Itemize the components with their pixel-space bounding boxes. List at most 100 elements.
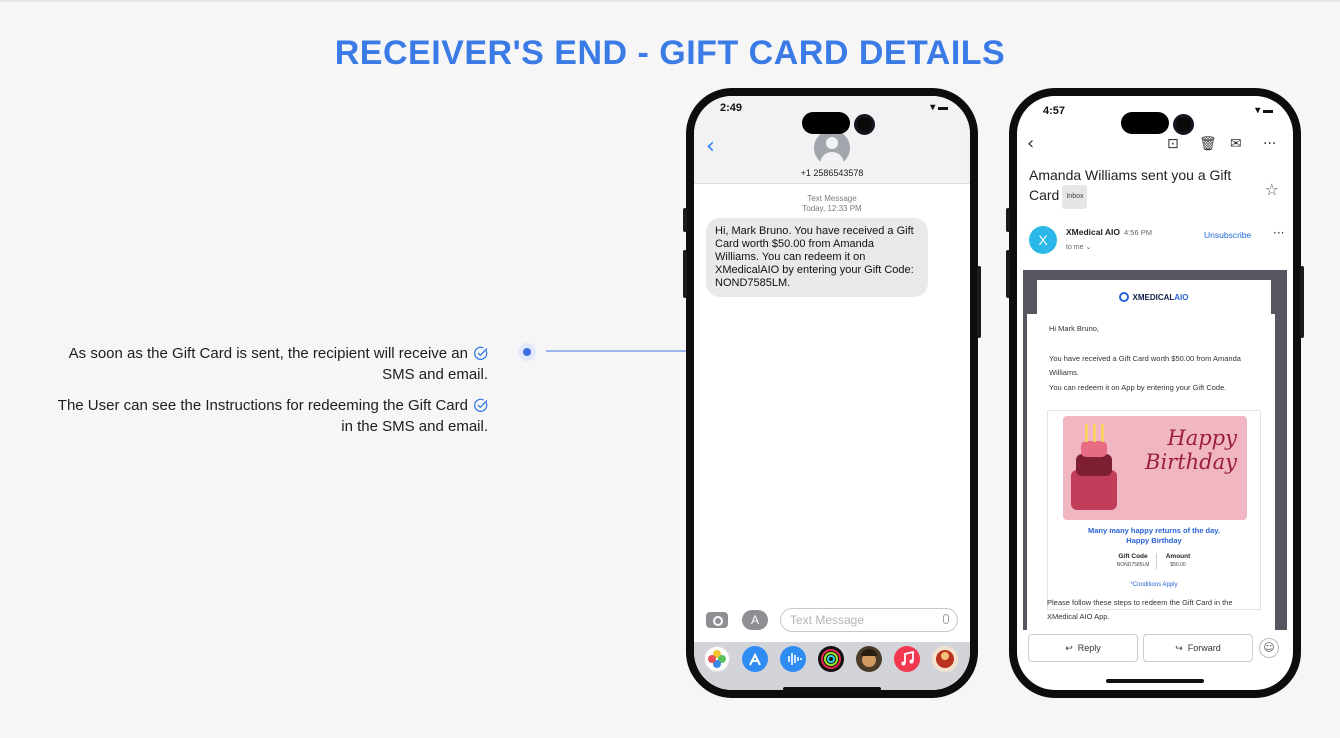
more-icon[interactable]: ··· bbox=[1263, 136, 1277, 152]
home-indicator[interactable] bbox=[783, 687, 881, 690]
card-greeting: Happy Birthday bbox=[1145, 426, 1237, 474]
forward-button[interactable]: ↪ Forward bbox=[1143, 634, 1253, 662]
side-button bbox=[977, 266, 981, 338]
subject-text: Amanda Williams sent you a Gift Card bbox=[1029, 167, 1232, 203]
sender-time: 4:56 PM bbox=[1124, 228, 1152, 237]
feature-line: in the SMS and email. bbox=[341, 418, 488, 435]
camera-icon[interactable] bbox=[706, 612, 728, 628]
side-button bbox=[683, 250, 687, 298]
audio-message-icon[interactable] bbox=[780, 646, 806, 672]
memoji-icon[interactable] bbox=[856, 646, 882, 672]
tagline-line: Happy Birthday bbox=[1126, 536, 1182, 545]
gift-card-box: Happy Birthday Many many happy returns o… bbox=[1047, 410, 1261, 610]
star-icon[interactable]: ☆ bbox=[1264, 180, 1279, 199]
signal-wifi-battery-icon: ▾ ▬ bbox=[1255, 105, 1273, 116]
front-camera bbox=[1173, 114, 1194, 135]
feature-instructions: The User can see the Instructions for re… bbox=[18, 395, 488, 437]
page-title: RECEIVER'S END - GIFT CARD DETAILS bbox=[334, 34, 1006, 72]
email-actions: ↩ Reply ↪ Forward ☺ bbox=[1017, 634, 1293, 664]
side-button bbox=[1006, 250, 1010, 298]
feature-sms-email: As soon as the Gift Card is sent, the re… bbox=[28, 343, 488, 385]
back-icon[interactable]: ‹ bbox=[706, 134, 715, 159]
message-type-label: Text Message bbox=[807, 194, 857, 203]
card-birthday-text: Birthday bbox=[1145, 450, 1237, 474]
sender-name-text: XMedical AIO bbox=[1066, 227, 1121, 237]
conditions-link[interactable]: *Conditions Apply bbox=[1130, 582, 1178, 588]
steps-text: Please follow these steps to redeem the … bbox=[1047, 598, 1233, 621]
activity-icon[interactable] bbox=[818, 646, 844, 672]
feature-line: SMS and email. bbox=[382, 366, 488, 383]
message-input[interactable]: Text Message bbox=[780, 608, 958, 632]
app-store-icon[interactable]: A bbox=[742, 610, 768, 630]
contact-number[interactable]: +1 2586543578 bbox=[800, 168, 864, 178]
email-toolbar: ‹ ⊡ 🗑︎ ✉︎ ··· bbox=[1027, 133, 1283, 156]
check-circle-icon bbox=[474, 345, 488, 360]
side-button bbox=[1300, 266, 1304, 338]
front-camera bbox=[854, 114, 875, 135]
feature-line: As soon as the Gift Card is sent, the re… bbox=[68, 345, 468, 362]
forward-label: Forward bbox=[1187, 643, 1221, 653]
brand-header: XMEDICALAIO bbox=[1037, 280, 1271, 314]
message-input-placeholder: Text Message bbox=[790, 613, 865, 627]
email-phone-mockup: 4:57 ▾ ▬ ‹ ⊡ 🗑︎ ✉︎ ··· Amanda Williams s… bbox=[1006, 88, 1304, 698]
gift-code-label: Gift Code bbox=[1118, 553, 1148, 560]
avatar: X bbox=[1029, 226, 1057, 254]
reply-button[interactable]: ↩ Reply bbox=[1028, 634, 1138, 662]
status-time: 4:57 bbox=[1043, 105, 1066, 117]
imessage-app-drawer bbox=[694, 642, 970, 690]
recipients-toggle[interactable]: to me ⌄ bbox=[1066, 243, 1091, 251]
feature-line: The User can see the Instructions for re… bbox=[57, 397, 468, 414]
body-line: You have received a Gift Card worth $50.… bbox=[1049, 354, 1241, 377]
forward-icon: ↪ bbox=[1175, 643, 1183, 653]
status-bar: 2:49 ▾ ▬ bbox=[720, 102, 948, 114]
brand-logo: XMEDICALAIO bbox=[1037, 292, 1271, 302]
archive-icon[interactable]: ⊡ bbox=[1167, 136, 1179, 152]
birthday-card-image: Happy Birthday bbox=[1063, 416, 1247, 520]
music-icon[interactable] bbox=[894, 646, 920, 672]
connector-line bbox=[546, 350, 686, 352]
tagline-line: Many many happy returns of the day. bbox=[1088, 526, 1220, 535]
photos-icon[interactable] bbox=[704, 646, 730, 672]
emoji-react-icon[interactable]: ☺ bbox=[1259, 638, 1279, 658]
sms-screen: 2:49 ▾ ▬ ‹ +1 2586543578 Text Message To… bbox=[694, 96, 970, 690]
home-indicator[interactable] bbox=[1106, 679, 1204, 683]
email-body: XMEDICALAIO Hi Mark Bruno, You have rece… bbox=[1023, 270, 1287, 630]
cake-illustration bbox=[1071, 470, 1117, 510]
back-arrow-icon[interactable]: ‹ bbox=[1027, 133, 1035, 154]
card-happy-text: Happy bbox=[1167, 426, 1237, 450]
top-divider bbox=[0, 0, 1340, 2]
message-time: Today, 12:33 PM bbox=[802, 204, 862, 213]
amount-cell: Amount $50.00 bbox=[1160, 553, 1196, 568]
sms-phone-mockup: 2:49 ▾ ▬ ‹ +1 2586543578 Text Message To… bbox=[683, 88, 981, 698]
unsubscribe-link[interactable]: Unsubscribe bbox=[1204, 230, 1252, 240]
check-circle-icon bbox=[474, 397, 488, 412]
logo-icon bbox=[1119, 292, 1130, 302]
game-icon[interactable] bbox=[932, 646, 958, 672]
microphone-icon[interactable] bbox=[943, 614, 949, 624]
cake-tier bbox=[1081, 441, 1107, 457]
chevron-down-icon: ⌄ bbox=[1085, 244, 1092, 251]
email-content-card: Hi Mark Bruno, You have received a Gift … bbox=[1027, 314, 1275, 630]
side-button bbox=[683, 208, 687, 232]
mark-unread-icon[interactable]: ✉︎ bbox=[1230, 136, 1242, 152]
app-store-icon[interactable] bbox=[742, 646, 768, 672]
delete-icon[interactable]: 🗑︎ bbox=[1199, 136, 1217, 152]
amount-value: $50.00 bbox=[1170, 562, 1186, 568]
status-bar: 4:57 ▾ ▬ bbox=[1043, 105, 1273, 117]
avatar[interactable] bbox=[814, 130, 850, 166]
brand-prefix: XMEDICAL bbox=[1132, 293, 1175, 302]
reply-icon: ↩ bbox=[1065, 643, 1073, 653]
table-divider bbox=[1156, 553, 1157, 569]
inbox-label[interactable]: Inbox bbox=[1062, 185, 1088, 209]
more-icon[interactable]: ··· bbox=[1273, 226, 1285, 240]
greeting: Hi Mark Bruno, bbox=[1049, 324, 1100, 333]
dynamic-island bbox=[802, 112, 850, 134]
status-time: 2:49 bbox=[720, 102, 743, 114]
message-bubble[interactable]: Hi, Mark Bruno. You have received a Gift… bbox=[706, 218, 928, 297]
candle bbox=[1093, 424, 1096, 442]
connector-dot bbox=[518, 343, 536, 361]
message-timestamp: Text Message Today, 12:33 PM bbox=[694, 194, 970, 214]
to-me-label: to me bbox=[1066, 244, 1084, 251]
